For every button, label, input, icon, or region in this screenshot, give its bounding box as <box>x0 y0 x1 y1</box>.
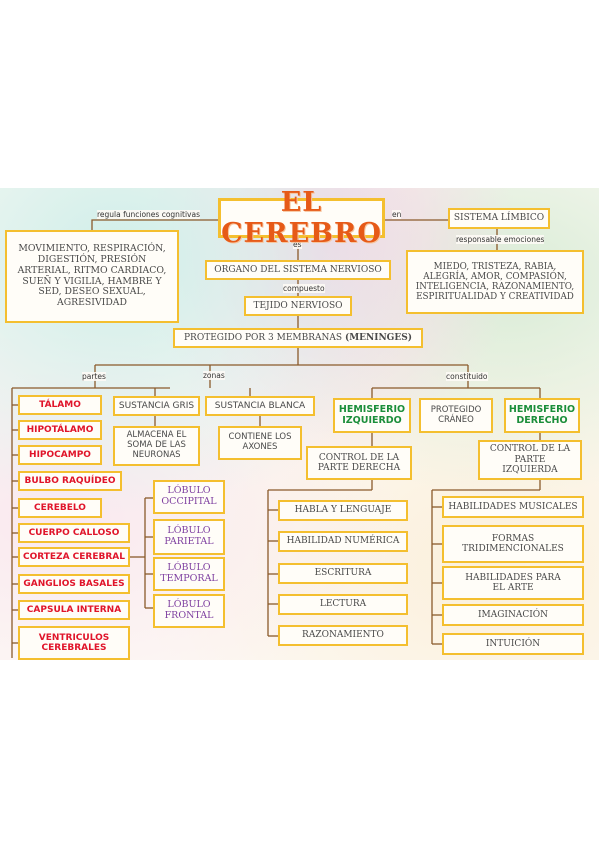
label-es: es <box>293 240 302 249</box>
label-responsable: responsable emociones <box>456 235 545 244</box>
sistema-limbico-node: SISTEMA LÍMBICO <box>448 208 550 229</box>
sustancia-blanca-desc: CONTIENE LOS AXONES <box>228 432 292 452</box>
izq-funcion-numerica: HABILIDAD NUMÉRICA <box>278 531 408 552</box>
sustancia-blanca-desc-node: CONTIENE LOS AXONES <box>218 426 302 460</box>
der-funcion-imaginacion: IMAGINACIÓN <box>442 604 584 626</box>
lobulo-occipital: LÓBULO OCCIPITAL <box>153 480 225 514</box>
funcion-label: HABLA Y LENGUAJE <box>294 505 392 516</box>
label-en: en <box>392 210 402 219</box>
funcion-label: ESCRITURA <box>314 568 372 579</box>
parte-label: HIPOCAMPO <box>29 449 91 460</box>
control-izquierda: CONTROL DE LA PARTE IZQUIERDA <box>478 440 582 480</box>
protegido-craneo-text: PROTEGIDO CRÁNEO <box>430 404 482 425</box>
parte-label: CAPSULA INTERNA <box>26 604 122 615</box>
funcion-label: HABILIDAD NUMÉRICA <box>286 536 400 547</box>
hemisferio-izquierdo: HEMISFERIO IZQUIERDO <box>333 398 411 433</box>
parte-label: VENTRICULOS CEREBRALES <box>38 632 110 653</box>
protegido-text: PROTEGIDO POR 3 MEMBRANAS <box>184 332 345 343</box>
sustancia-gris-node: SUSTANCIA GRIS <box>113 396 200 416</box>
parte-hipotalamo: HIPOTÁLAMO <box>18 420 102 440</box>
label-partes: partes <box>82 372 106 381</box>
emociones-text: MIEDO, TRISTEZA, RABIA, ALEGRÍA, AMOR, C… <box>415 261 575 303</box>
control-izquierda-text: CONTROL DE LA PARTE IZQUIERDA <box>489 444 571 476</box>
parte-hipocampo: HIPOCAMPO <box>18 445 102 465</box>
label-zonas: zonas <box>203 371 225 380</box>
lobulo-temporal: LÓBULO TEMPORAL <box>153 557 225 591</box>
parte-label: HIPOTÁLAMO <box>26 424 94 435</box>
parte-talamo: TÁLAMO <box>18 395 102 415</box>
emociones-node: MIEDO, TRISTEZA, RABIA, ALEGRÍA, AMOR, C… <box>406 250 584 314</box>
lobulo-label: LÓBULO PARIETAL <box>164 525 214 547</box>
izq-funcion-lectura: LECTURA <box>278 594 408 615</box>
organo-node: ORGANO DEL SISTEMA NERVIOSO <box>205 260 391 280</box>
parte-ganglios: GANGLIOS BASALES <box>18 574 130 594</box>
funcion-label: RAZONAMIENTO <box>302 630 384 641</box>
funcion-label: IMAGINACIÓN <box>477 609 549 620</box>
funcion-label: INTUICIÓN <box>485 638 541 649</box>
protegido-craneo: PROTEGIDO CRÁNEO <box>419 398 493 433</box>
funciones-node: MOVIMIENTO, RESPIRACIÓN, DIGESTIÓN, PRES… <box>5 230 179 323</box>
izq-funcion-escritura: ESCRITURA <box>278 563 408 584</box>
label-compuesto: compuesto <box>283 284 325 293</box>
title-node: EL CEREBRO <box>218 188 385 249</box>
funcion-label: HABILIDADES MUSICALES <box>448 501 578 512</box>
protegido-node: PROTEGIDO POR 3 MEMBRANAS (MENINGES) <box>173 328 423 348</box>
sustancia-blanca-node: SUSTANCIA BLANCA <box>205 396 315 416</box>
tejido-text: TEJIDO NERVIOSO <box>253 300 343 311</box>
parte-label: CUERPO CALLOSO <box>28 527 120 538</box>
funcion-label: LECTURA <box>319 599 367 610</box>
sistema-limbico-text: SISTEMA LÍMBICO <box>453 213 545 224</box>
tejido-node: TEJIDO NERVIOSO <box>244 296 352 316</box>
izq-funcion-habla: HABLA Y LENGUAJE <box>278 500 408 521</box>
lobulo-frontal: LÓBULO FRONTAL <box>153 594 225 628</box>
label-regula: regula funciones cognitivas <box>97 210 200 219</box>
meninges-text: (MENINGES) <box>344 332 412 343</box>
page-title: EL CEREBRO <box>221 188 382 249</box>
sustancia-gris-desc: ALMACENA EL SOMA DE LAS NEURONAS <box>126 430 187 460</box>
lobulo-label: LÓBULO FRONTAL <box>164 599 214 621</box>
funcion-label: HABILIDADES PARA EL ARTE <box>465 572 561 593</box>
parte-cerebelo: CEREBELO <box>18 498 102 518</box>
control-derecha: CONTROL DE LA PARTE DERECHA <box>306 446 412 480</box>
der-funcion-formas: FORMAS TRIDIMENCIONALES <box>442 525 584 563</box>
parte-corteza: CORTEZA CEREBRAL <box>18 547 130 567</box>
parte-cuerpo-calloso: CUERPO CALLOSO <box>18 523 130 543</box>
hemisferio-derecho: HEMISFERIO DERECHO <box>504 398 580 433</box>
parte-label: CORTEZA CEREBRAL <box>22 551 125 562</box>
parte-bulbo: BULBO RAQUÍDEO <box>18 471 122 491</box>
parte-label: TÁLAMO <box>39 399 81 410</box>
control-derecha-text: CONTROL DE LA PARTE DERECHA <box>317 452 401 473</box>
parte-label: CEREBELO <box>34 502 86 513</box>
lobulo-label: LÓBULO TEMPORAL <box>160 562 218 584</box>
hemisferio-izq-text: HEMISFERIO IZQUIERDO <box>338 403 406 426</box>
lobulo-label: LÓBULO OCCIPITAL <box>161 485 217 507</box>
der-funcion-arte: HABILIDADES PARA EL ARTE <box>442 566 584 600</box>
funcion-label: FORMAS TRIDIMENCIONALES <box>462 533 564 554</box>
der-funcion-musicales: HABILIDADES MUSICALES <box>442 496 584 518</box>
organo-text: ORGANO DEL SISTEMA NERVIOSO <box>214 264 382 275</box>
parte-label: GANGLIOS BASALES <box>23 578 125 589</box>
izq-funcion-razonamiento: RAZONAMIENTO <box>278 625 408 646</box>
parte-ventriculos: VENTRICULOS CEREBRALES <box>18 626 130 660</box>
sustancia-gris-text: SUSTANCIA GRIS <box>118 400 195 411</box>
label-constituido: constituido <box>446 372 488 381</box>
lobulo-parietal: LÓBULO PARIETAL <box>153 519 225 555</box>
hemisferio-der-text: HEMISFERIO DERECHO <box>508 403 576 426</box>
sustancia-gris-desc-node: ALMACENA EL SOMA DE LAS NEURONAS <box>113 426 200 466</box>
der-funcion-intuicion: INTUICIÓN <box>442 633 584 655</box>
concept-map: regula funciones cognitivas en es compue… <box>0 188 599 660</box>
parte-label: BULBO RAQUÍDEO <box>24 475 116 486</box>
parte-capsula: CAPSULA INTERNA <box>18 600 130 620</box>
funciones-text: MOVIMIENTO, RESPIRACIÓN, DIGESTIÓN, PRES… <box>17 243 167 308</box>
sustancia-blanca-text: SUSTANCIA BLANCA <box>214 400 306 411</box>
